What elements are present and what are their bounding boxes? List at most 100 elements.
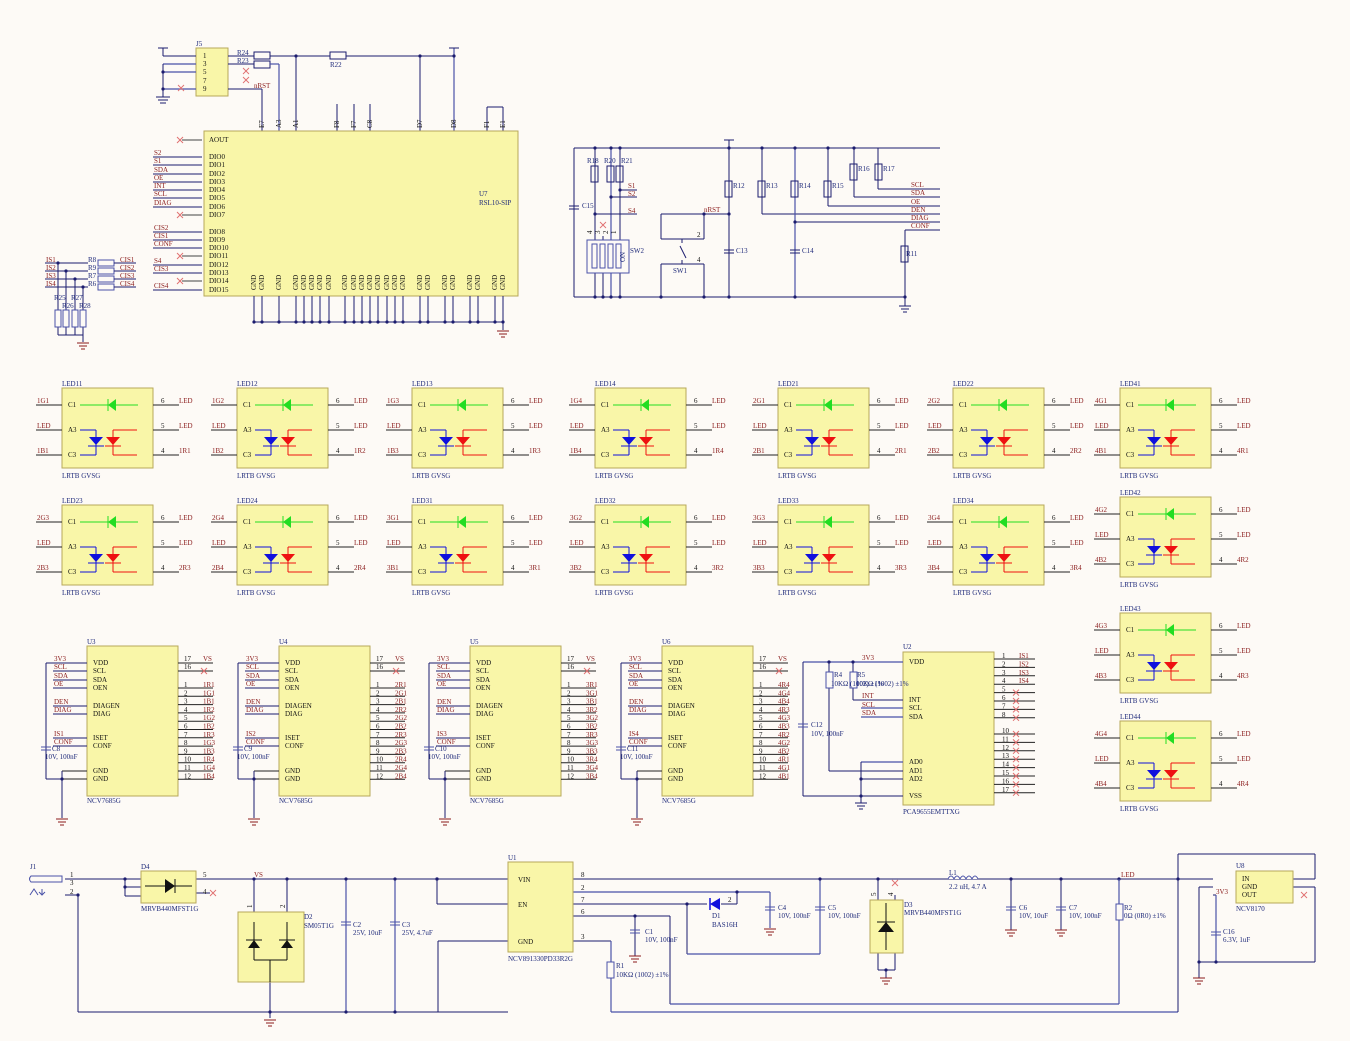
led-pin-a3: A3 xyxy=(959,543,968,551)
driver-net-3v3: 3V3 xyxy=(246,655,259,663)
io-expander-u2[interactable]: U2 PCA9655EMTTXG VDDINTSCLSDAAD0AD1AD2VS… xyxy=(798,643,1035,816)
r24-label: R24 xyxy=(237,49,249,57)
d3-pin-5: 5 xyxy=(870,892,878,896)
header-pin-7: 7 xyxy=(203,77,207,85)
led-pin-a3: A3 xyxy=(1126,759,1135,767)
led-drivers[interactable]: U3NCV7685GVDD3V3SCLSCLSDASDAOENOEDIAGEND… xyxy=(41,638,791,826)
led-net-led: LED xyxy=(529,539,543,547)
driver-net-conf: CONF xyxy=(437,738,456,746)
driver-out-2r4: 2R4 xyxy=(395,756,407,764)
led-net-led: LED xyxy=(1095,755,1109,763)
mcu-top-pin-D7: D7 xyxy=(416,119,424,128)
mcu-net-s2: S2 xyxy=(154,149,162,157)
sw1-label: SW1 xyxy=(673,267,688,275)
led-net-4g1: 4G1 xyxy=(1095,397,1108,405)
r16-label: R16 xyxy=(858,165,870,173)
r5-label: R5 xyxy=(857,671,866,679)
driver-u5[interactable]: U5NCV7685GVDD3V3SCLSCLSDASDAOENOEDIAGEND… xyxy=(424,638,599,826)
mcu-pin-dio4: DIO4 xyxy=(209,186,225,194)
u2-pin-vss: VSS xyxy=(909,792,922,800)
led-pin-a3: A3 xyxy=(784,426,793,434)
led-net-2r3: 2R3 xyxy=(179,564,191,572)
u2-pin-17: 17 xyxy=(1002,786,1010,794)
led-designator: LED23 xyxy=(62,497,83,505)
driver-pin-conf: CONF xyxy=(285,742,304,750)
net-s4: S4 xyxy=(628,207,636,215)
mcu-pin-dio5: DIO5 xyxy=(209,194,225,202)
mcu-net-scl: SCL xyxy=(154,190,167,198)
driver-pin-12: 12 xyxy=(759,772,767,780)
driver-pin-diagen: DIAGEN xyxy=(668,702,695,710)
driver-pin-3: 3 xyxy=(759,698,763,706)
led-pin-c1: C1 xyxy=(243,518,252,526)
u8-designator: U8 xyxy=(1236,862,1245,870)
led-pin-5: 5 xyxy=(1219,755,1223,763)
r23-label: R23 xyxy=(237,57,249,65)
driver-pin-diagen: DIAGEN xyxy=(285,702,312,710)
c7-value: 10V, 100nF xyxy=(1069,912,1102,920)
u2-pin-ad1: AD1 xyxy=(909,767,923,775)
led-pin-c3: C3 xyxy=(1126,784,1135,792)
driver-pin-2: 2 xyxy=(376,689,380,697)
r1-label: R1 xyxy=(616,962,625,970)
green-led-icon xyxy=(999,516,1007,528)
led-designator: LED11 xyxy=(62,380,83,388)
driver-pin-4: 4 xyxy=(567,706,571,714)
led-pin-4: 4 xyxy=(1219,780,1223,788)
driver-net-sda: SDA xyxy=(437,672,451,680)
power-section[interactable]: J1 1 3 2 D4 MRVB440MFST1G 5 4 VS D2 SM05… xyxy=(29,853,1316,1027)
resistor-r25 xyxy=(54,309,62,328)
green-led-icon xyxy=(283,516,291,528)
r22-label: R22 xyxy=(330,61,342,69)
mcu-gnd-pin-label: GND xyxy=(374,275,382,290)
driver-out-1r3: 1R3 xyxy=(203,731,215,739)
green-led-icon xyxy=(458,516,466,528)
is-input-is4: IS4 xyxy=(46,280,56,288)
driver-pin-scl: SCL xyxy=(476,667,489,675)
no-connect-mark xyxy=(176,211,184,219)
driver-u3[interactable]: U3NCV7685GVDD3V3SCLSCLSDASDAOENOEDIAGEND… xyxy=(41,638,216,826)
no-connect-mark xyxy=(176,252,184,260)
driver-pin-6: 6 xyxy=(567,723,571,731)
blue-led-icon xyxy=(1147,770,1161,778)
green-led-icon xyxy=(824,516,832,528)
driver-pin-oen: OEN xyxy=(476,684,490,692)
driver-pin-sda: SDA xyxy=(285,676,299,684)
led-pin-c3: C3 xyxy=(601,568,610,576)
driver-out-1r1: 1R1 xyxy=(203,681,215,689)
led-pin-6: 6 xyxy=(877,514,881,522)
driver-designator: U4 xyxy=(279,638,288,646)
led-net-led: LED xyxy=(1237,422,1251,430)
driver-u6[interactable]: U6NCV7685GVDD3V3SCLSCLSDASDAOENOEDIAGEND… xyxy=(616,638,791,826)
is-input-is1: IS1 xyxy=(46,256,56,264)
driver-u4[interactable]: U4NCV7685GVDD3V3SCLSCLSDASDAOENOEDIAGEND… xyxy=(233,638,408,826)
driver-out-3b2: 3B2 xyxy=(586,723,598,731)
led-net-led: LED xyxy=(712,397,726,405)
led-pin-6: 6 xyxy=(161,514,165,522)
switch-pullup-block[interactable]: R18 R20 R21 R12 R13 R14 R15 R16 R17 R11 … xyxy=(569,139,940,313)
led-part: LRTB GVSG xyxy=(62,472,100,480)
led-net-led: LED xyxy=(179,422,193,430)
driver-out-3b4: 3B4 xyxy=(586,772,598,780)
